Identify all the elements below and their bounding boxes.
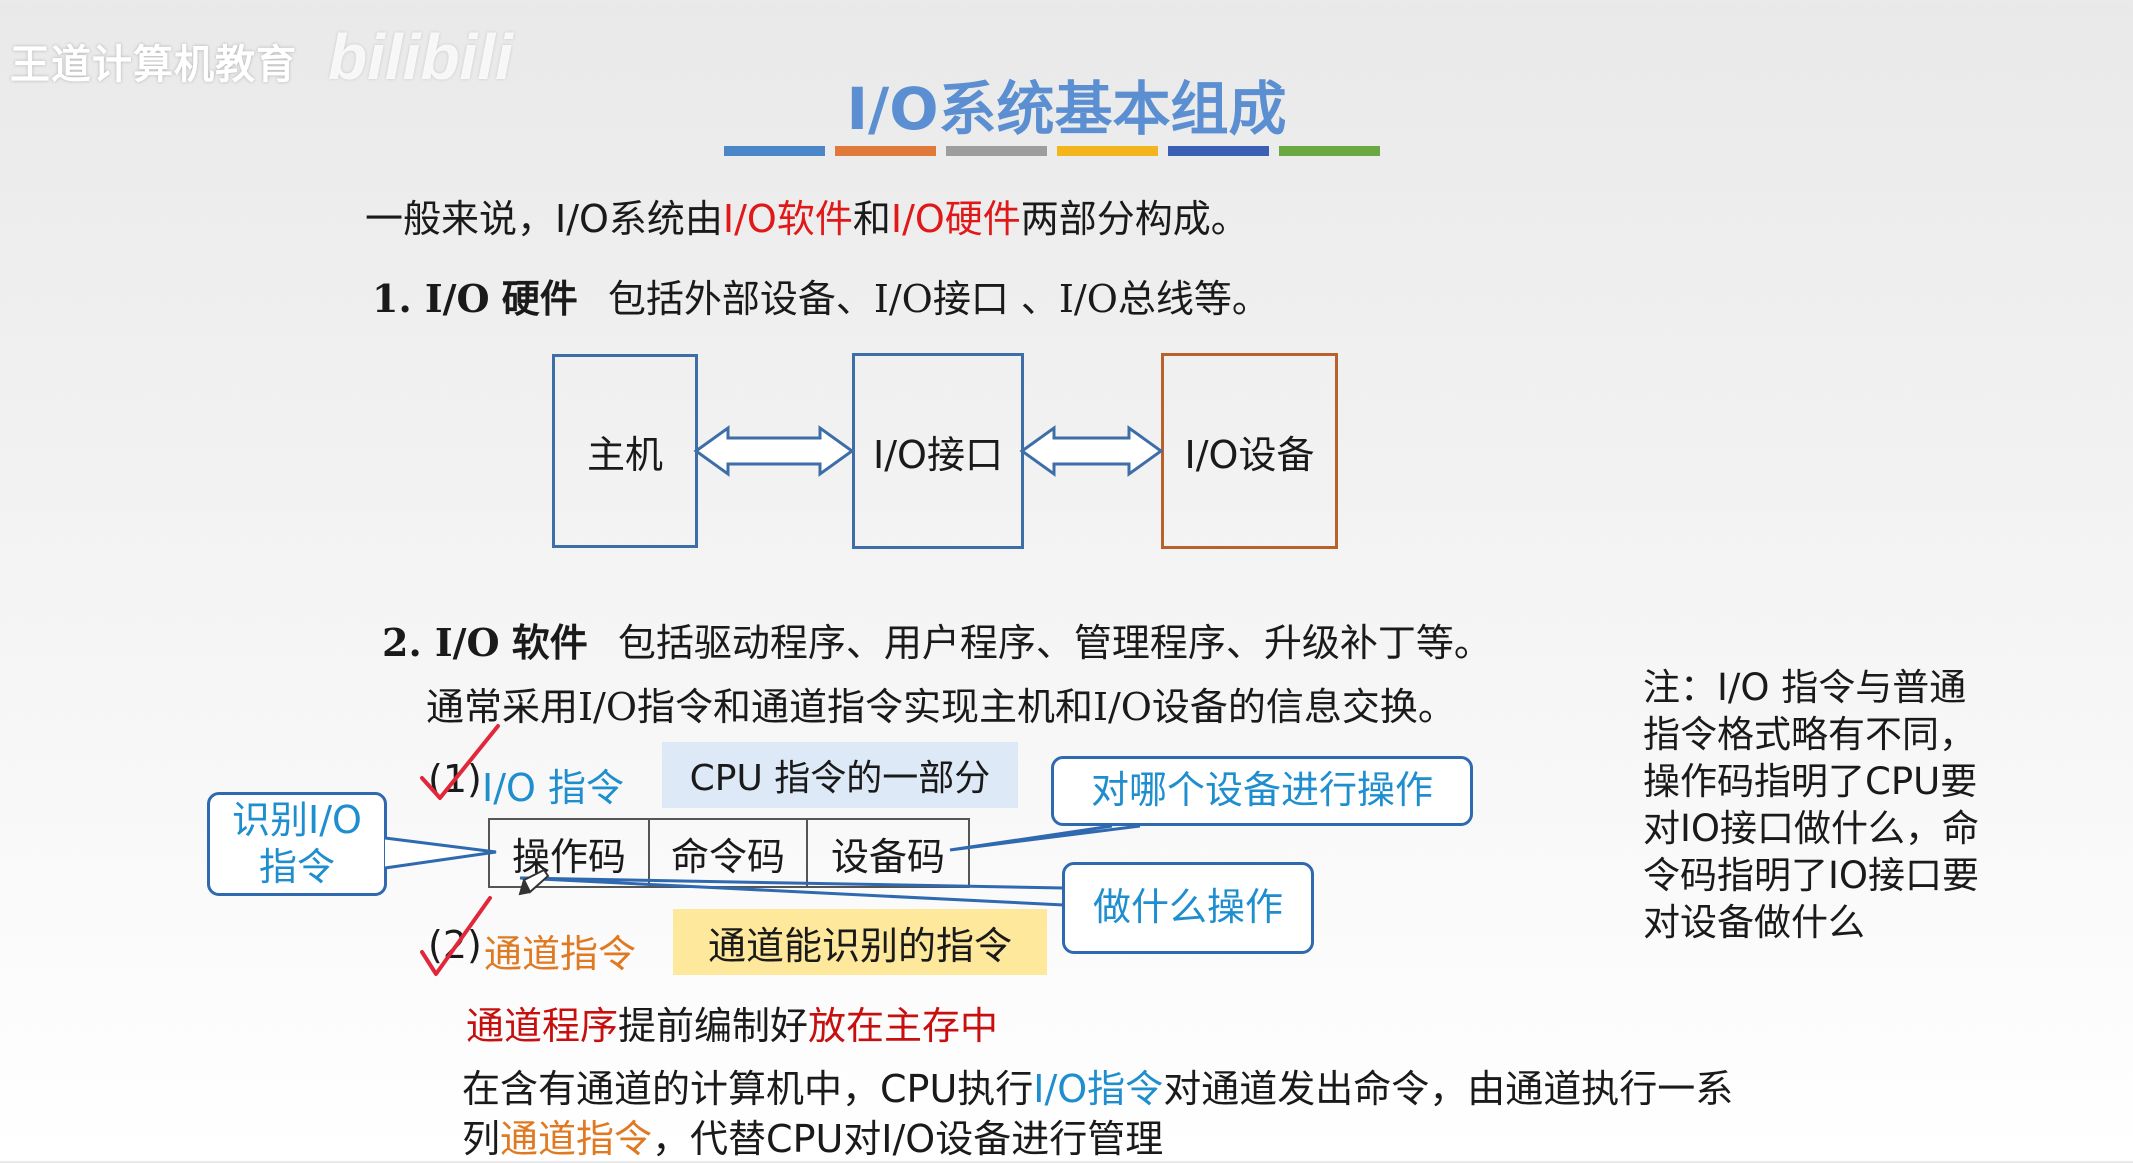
side-note-line: 对IO接口做什么，命 [1643, 807, 1980, 850]
intro-and: 和 [852, 197, 891, 241]
cpu-instruction-note: CPU 指令的一部分 [662, 742, 1018, 808]
title-bar [835, 146, 936, 156]
callout-pointer [519, 876, 1065, 907]
bottom-para-line2: 列通道指令，代替CPU对I/O设备进行管理 [462, 1108, 1163, 1163]
channel-instruction-note: 通道能识别的指令 [673, 909, 1047, 975]
title-bar [724, 146, 825, 156]
software-desc: 包括驱动程序、用户程序、管理程序、升级补丁等。 [617, 621, 1492, 665]
watermark-text: 王道计算机教育 [10, 42, 297, 88]
channel-program-location: 放在主存中 [808, 1004, 999, 1048]
identify-io-line1: 识别I/O [232, 797, 362, 842]
channel-program-term: 通道程序 [466, 1004, 619, 1048]
callout-pointer [384, 836, 497, 870]
bottom-para-l1a: 在含有通道的计算机中，CPU执行 [462, 1067, 1034, 1111]
check-mark-icon [420, 724, 500, 800]
intro-prefix: 一般来说，I/O系统由 [365, 197, 723, 241]
identify-io-line2: 指令 [258, 845, 335, 889]
bottom-para-l2b: 通道指令 [500, 1117, 653, 1161]
title-bar [946, 146, 1047, 156]
side-note-line: 操作码指明了CPU要 [1643, 760, 1978, 803]
bottom-para-l1b: I/O指令 [1033, 1067, 1164, 1111]
channel-program-line: 通道程序提前编制好放在主存中 [466, 995, 998, 1050]
bilibili-logo: bilibili [328, 21, 513, 93]
software-heading-number: 2. I/O [382, 620, 500, 665]
software-line2: 通常采用I/O指令和通道指令实现主机和I/O设备的信息交换。 [426, 685, 1456, 729]
double-arrow-icon [693, 425, 855, 477]
intro-io-software: I/O软件 [722, 197, 853, 241]
hardware-desc: 包括外部设备、I/O接口 、I/O总线等。 [607, 277, 1270, 321]
hardware-heading: 1. I/O 硬件 包括外部设备、I/O接口 、I/O总线等。 [372, 268, 1270, 323]
title-bar [1279, 146, 1380, 156]
side-note-line: 令码指明了IO接口要 [1643, 854, 1980, 897]
channel-program-middle: 提前编制好 [618, 1004, 809, 1048]
bottom-para-l2c: ，代替CPU对I/O设备进行管理 [652, 1117, 1164, 1161]
hardware-heading-number: 1. I/O [372, 276, 490, 321]
intro-suffix: 两部分构成。 [1020, 197, 1249, 241]
channel-instruction-label: 通道指令 [484, 932, 637, 976]
check-mark-icon [420, 896, 492, 976]
intro-io-hardware: I/O硬件 [890, 197, 1021, 241]
software-heading-word: 软件 [511, 621, 588, 665]
intro-line: 一般来说，I/O系统由I/O软件和I/O硬件两部分构成。 [365, 188, 1249, 243]
title-bar [1168, 146, 1269, 156]
side-note: 注：I/O 指令与普通 指令格式略有不同， 操作码指明了CPU要 对IO接口做什… [1643, 664, 1979, 946]
io-interface-label: I/O接口 [873, 432, 1003, 477]
bottom-para-l1c: 对通道发出命令，由通道执行一系 [1163, 1067, 1734, 1111]
io-device-label: I/O设备 [1184, 432, 1315, 477]
callout-pointer [949, 824, 1141, 852]
software-heading: 2. I/O 软件 包括驱动程序、用户程序、管理程序、升级补丁等。 [382, 612, 1492, 667]
bottom-para-line1: 在含有通道的计算机中，CPU执行I/O指令对通道发出命令，由通道执行一系 [462, 1058, 1733, 1113]
side-note-line: 注：I/O 指令与普通 [1643, 666, 1967, 709]
side-note-line: 对设备做什么 [1643, 901, 1865, 944]
title-bar [1057, 146, 1158, 156]
opcode-field: 操作码 [490, 820, 650, 886]
title-color-bars [724, 146, 1380, 156]
instruction-format: 操作码 命令码 设备码 [488, 818, 970, 888]
device-code-field: 设备码 [830, 834, 945, 879]
host-label: 主机 [586, 432, 663, 477]
command-code-field: 命令码 [650, 820, 808, 886]
side-note-line: 指令格式略有不同， [1643, 713, 1976, 756]
pen-icon [518, 868, 550, 896]
which-device-callout: 对哪个设备进行操作 [1051, 756, 1473, 826]
what-operation-callout: 做什么操作 [1062, 862, 1314, 954]
bottom-para-l2a: 列 [462, 1117, 501, 1161]
double-arrow-icon [1019, 425, 1164, 477]
hardware-heading-word: 硬件 [501, 277, 578, 321]
io-instruction-label: I/O 指令 [482, 766, 624, 810]
slide-title: I/O系统基本组成 [846, 75, 1287, 143]
identify-io-callout: 识别I/O 指令 [207, 792, 387, 896]
